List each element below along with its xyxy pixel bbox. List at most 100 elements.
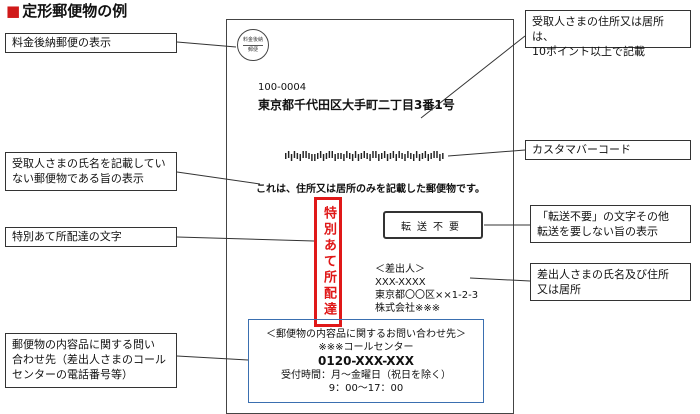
callout-contact-line1: 郵便物の内容品に関する問い	[12, 338, 155, 351]
barcode-bar	[395, 154, 397, 161]
barcode-bar	[346, 151, 348, 158]
barcode-bar	[331, 151, 333, 158]
leader-sender	[469, 277, 531, 282]
barcode-bar	[439, 154, 441, 161]
barcode-bar	[375, 151, 377, 158]
callout-no-forward: 「転送不要」の文字その他 転送を要しない旨の表示	[530, 205, 691, 243]
barcode-bar	[366, 153, 368, 159]
title-text: 定形郵便物の例	[22, 2, 128, 20]
barcode-bar	[392, 151, 395, 158]
callout-address-size-line2: 10ポイント以上で記載	[532, 45, 645, 58]
callout-barcode-text: カスタマバーコード	[532, 143, 631, 156]
barcode-bar	[421, 153, 424, 159]
barcode-bar	[398, 151, 400, 158]
barcode-bar	[293, 151, 296, 158]
special-delivery-text: 特別あて所配達	[321, 206, 336, 318]
leader-name-absent	[176, 171, 261, 185]
stamp-divider	[243, 44, 263, 46]
envelope	[226, 19, 514, 414]
callout-sender-info-line1: 差出人さまの氏名及び住所	[537, 268, 669, 281]
inquiry-center: ※※※コールセンター	[318, 341, 414, 353]
barcode-bar	[372, 151, 374, 158]
stamp-line1: 料金後納	[242, 36, 263, 43]
barcode-bar	[314, 154, 316, 161]
barcode-bar	[424, 151, 427, 158]
callout-sender-info: 差出人さまの氏名及び住所 又は居所	[530, 263, 691, 301]
stamp-line2: 郵便	[247, 46, 258, 53]
barcode-bar	[430, 153, 432, 159]
recipient-postal-code: 100-0004	[258, 82, 307, 93]
barcode-bar	[302, 151, 304, 158]
inquiry-box: ＜郵便物の内容品に関するお問い合わせ先＞ ※※※コールセンター 0120-XXX…	[248, 319, 484, 403]
callout-no-forward-line2: 転送を要しない旨の表示	[537, 225, 658, 238]
barcode-bar	[351, 154, 354, 161]
sender-postal-code: XXX-XXXX	[375, 277, 426, 288]
callout-address-size: 受取人さまの住所又は居所は、 10ポイント以上で記載	[525, 10, 691, 58]
barcode-bar	[349, 153, 351, 159]
barcode-bar	[378, 154, 380, 161]
callout-postage: 料金後納郵便の表示	[5, 33, 177, 53]
callout-name-absent: 受取人さまの氏名を記載してい ない郵便物である旨の表示	[5, 152, 177, 191]
sender-block: ＜差出人＞ XXX-XXXX 東京都〇〇区××1-2-3 株式会社※※※	[375, 263, 478, 315]
callout-special-delivery-text: 特別あて所配達の文字	[12, 230, 122, 243]
callout-sender-info-line2: 又は居所	[537, 283, 581, 296]
barcode-bar	[427, 154, 429, 161]
barcode-bar	[325, 153, 328, 159]
barcode-bar	[287, 151, 290, 158]
name-absent-notice: これは、住所又は居所のみを記載した郵便物です。	[256, 184, 485, 195]
barcode-bar	[433, 151, 435, 158]
barcode-bar	[343, 154, 345, 161]
sender-company: 株式会社※※※	[375, 303, 441, 314]
barcode-bar	[322, 154, 325, 161]
barcode-bar	[311, 154, 313, 161]
barcode-bar	[285, 153, 287, 159]
barcode-bar	[383, 151, 386, 158]
barcode-bar	[299, 154, 301, 161]
leader-contact	[176, 355, 249, 361]
barcode-bar	[363, 151, 365, 158]
recipient-address: 東京都千代田区大手町二丁目3番1号	[258, 98, 455, 112]
inquiry-phone: 0120-XXX-XXX	[318, 353, 414, 368]
callout-special-delivery: 特別あて所配達の文字	[5, 227, 177, 247]
leader-special	[176, 236, 315, 242]
barcode-bar	[305, 151, 307, 158]
callout-contact-line3: センターの電話番号等）	[12, 368, 133, 381]
inquiry-hours-days: 受付時間：月～金曜日（祝日を除く）	[281, 369, 451, 381]
barcode-bar	[413, 154, 415, 161]
barcode-bar	[308, 153, 310, 159]
barcode-bar	[317, 153, 319, 159]
barcode-bar	[360, 153, 363, 159]
leader-barcode	[447, 149, 526, 157]
barcode-bar	[404, 154, 406, 161]
inquiry-hours-time: 9：00～17：00	[328, 382, 404, 394]
barcode-bar	[340, 153, 342, 159]
barcode-bar	[319, 151, 322, 158]
inquiry-heading: ＜郵便物の内容品に関するお問い合わせ先＞	[266, 328, 466, 340]
callout-contact: 郵便物の内容品に関する問い 合わせ先（差出人さまのコール センターの電話番号等）	[5, 333, 177, 388]
barcode-bar	[337, 153, 339, 159]
barcode-bar	[354, 151, 357, 158]
barcode-bar	[410, 153, 412, 159]
barcode-bar	[389, 153, 392, 159]
callout-no-forward-line1: 「転送不要」の文字その他	[537, 210, 669, 223]
barcode-bar	[436, 151, 438, 158]
barcode-bar	[357, 154, 360, 161]
leader-postage	[176, 41, 237, 48]
barcode-bar	[328, 151, 331, 158]
barcode-bar	[407, 151, 409, 158]
barcode-bar	[386, 154, 389, 161]
barcode-bar	[381, 153, 383, 159]
barcode-bar	[369, 154, 371, 161]
special-delivery-stamp: 特別あて所配達	[314, 197, 342, 327]
no-forward-stamp: 転送不要	[383, 211, 483, 239]
barcode-bar	[418, 154, 421, 161]
sender-address: 東京都〇〇区××1-2-3	[375, 290, 479, 301]
callout-barcode: カスタマバーコード	[525, 140, 691, 160]
barcode-bar	[334, 154, 336, 161]
customer-barcode	[285, 151, 444, 161]
barcode-bar	[401, 153, 403, 159]
leader-address-size	[420, 35, 526, 119]
barcode-bar	[296, 153, 299, 159]
postage-paid-stamp: 料金後納 郵便	[237, 29, 269, 61]
